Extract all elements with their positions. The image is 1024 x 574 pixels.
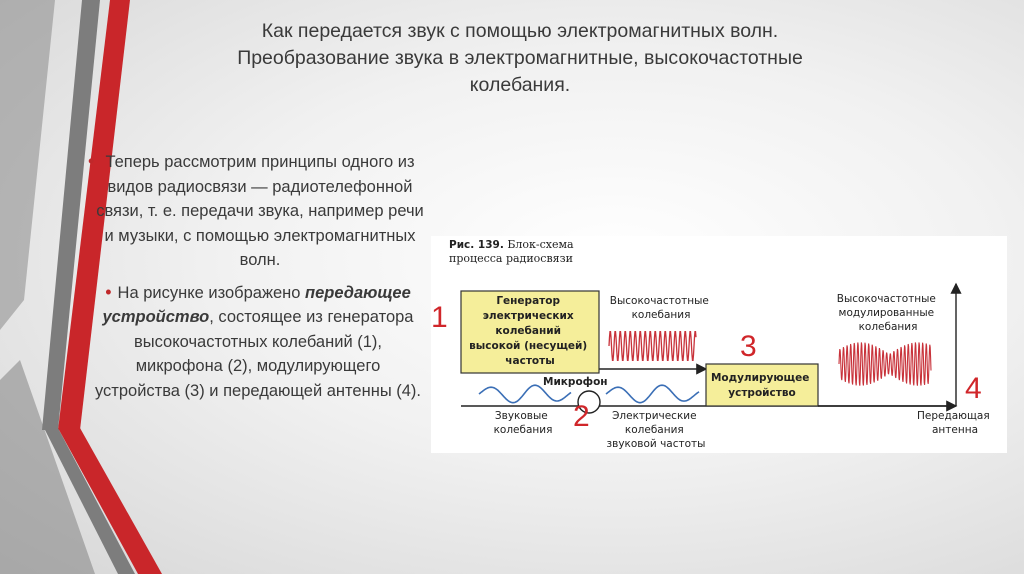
bullet-1-text: Теперь рассмотрим принципы одного из вид… xyxy=(96,153,424,269)
caption-line-1: Блок-схема xyxy=(503,238,574,251)
antenna-label: Передающая антенна xyxy=(917,410,993,436)
hf-label: Высокочастотные колебания xyxy=(610,295,712,321)
sound-label: Звуковые колебания xyxy=(494,410,553,436)
generator-label: Генератор электрических колебаний высоко… xyxy=(469,295,591,367)
bullet-list: • Теперь рассмотрим принципы одного из в… xyxy=(88,150,424,404)
bullet-2-emphasis: передающее устройство xyxy=(102,283,411,327)
modulated-label: Высокочастотные модулированные колебания xyxy=(837,293,939,333)
generator-box xyxy=(460,290,600,374)
modulator-box xyxy=(705,363,819,407)
bullet-item-1: • Теперь рассмотрим принципы одного из в… xyxy=(88,150,424,273)
figure-caption: Рис. 139. Блок-схема процесса радиосвязи xyxy=(449,238,574,266)
sound-wave xyxy=(478,384,572,404)
bullet-2-prefix: На рисунке изображено xyxy=(117,283,306,302)
electric-wave xyxy=(605,384,700,404)
bullet-dot-icon: • xyxy=(88,151,95,171)
title-line-2: Преобразование звука в электромагнитные,… xyxy=(237,47,803,69)
microphone-label: Микрофон xyxy=(543,376,608,388)
marker-3: 3 xyxy=(740,330,757,363)
bullet-item-2: • На рисунке изображено передающее устрой… xyxy=(92,280,424,404)
figure-number: Рис. 139. xyxy=(449,239,504,251)
bullet-dot-icon: • xyxy=(105,281,112,302)
slide-title: Как передается звук с помощью электромаг… xyxy=(150,18,890,99)
marker-4: 4 xyxy=(965,372,982,405)
title-line-1: Как передается звук с помощью электромаг… xyxy=(261,20,779,42)
caption-line-2: процесса радиосвязи xyxy=(449,252,573,265)
microphone-icon xyxy=(577,390,601,414)
modulator-label: Модулирующее устройство xyxy=(711,372,813,399)
high-frequency-wave xyxy=(608,331,697,361)
block-diagram-figure: Генератор электрических колебаний высоко… xyxy=(431,236,1007,453)
bullet-2-suffix: , состоящее из генератора высокочастотны… xyxy=(94,308,422,400)
electric-label: Электрические колебания звуковой частоты xyxy=(607,410,706,450)
title-line-3: колебания. xyxy=(469,74,571,96)
modulated-wave xyxy=(838,342,932,386)
marker-2: 2 xyxy=(573,400,590,433)
marker-1: 1 xyxy=(431,301,448,334)
